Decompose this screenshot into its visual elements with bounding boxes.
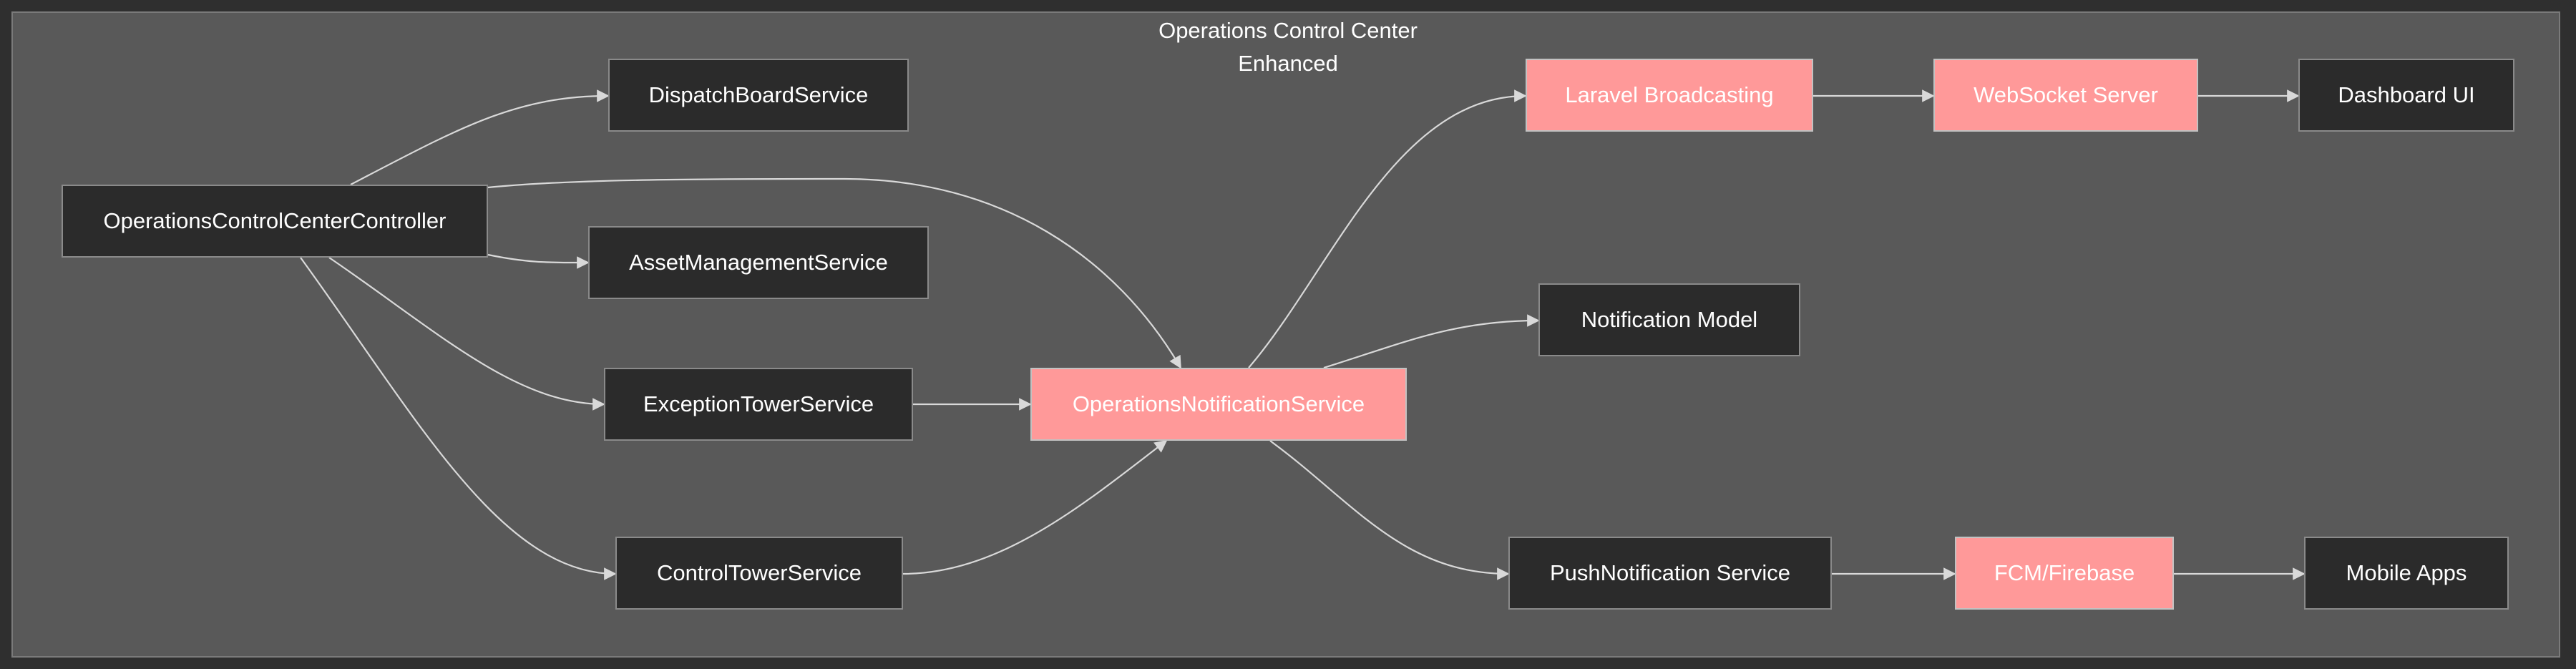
node-exception-tower-service[interactable]: ExceptionTowerService [604, 368, 913, 441]
edge-controller-to-dispatch [350, 89, 610, 185]
node-label: Laravel Broadcasting [1565, 82, 1774, 107]
node-label: Notification Model [1581, 307, 1758, 332]
node-laravel-broadcasting[interactable]: Laravel Broadcasting [1526, 59, 1813, 132]
node-mobile-apps[interactable]: Mobile Apps [2304, 537, 2509, 610]
node-control-tower-service[interactable]: ControlTowerService [615, 537, 903, 610]
node-notification-model[interactable]: Notification Model [1538, 283, 1800, 356]
edge-control-to-opsnotif [902, 439, 1168, 575]
node-operations-control-center-controller[interactable]: OperationsControlCenterController [62, 185, 488, 258]
node-label: WebSocket Server [1974, 82, 2158, 107]
edge-controller-to-control [300, 257, 617, 580]
node-websocket-server[interactable]: WebSocket Server [1933, 59, 2198, 132]
node-asset-management-service[interactable]: AssetManagementService [588, 226, 929, 299]
node-fcm-firebase[interactable]: FCM/Firebase [1955, 537, 2174, 610]
node-label: OperationsNotificationService [1072, 391, 1365, 416]
node-label: ExceptionTowerService [643, 391, 874, 416]
node-label: PushNotification Service [1550, 560, 1790, 585]
node-operations-notification-service[interactable]: OperationsNotificationService [1030, 368, 1407, 441]
node-label: Dashboard UI [2338, 82, 2475, 107]
diagram-title: Operations Control Center Enhanced [1158, 18, 1418, 76]
edge-opsnotif-to-notifmodel [1323, 314, 1540, 369]
node-label: FCM/Firebase [1994, 560, 2135, 585]
node-label: OperationsControlCenterController [103, 208, 447, 233]
node-label: AssetManagementService [629, 250, 888, 275]
edge-controller-to-opsnotif [487, 177, 1181, 369]
edge-controller-to-asset [487, 253, 590, 269]
node-dashboard-ui[interactable]: Dashboard UI [2298, 59, 2514, 132]
edge-controller-to-exception [328, 257, 605, 411]
edge-opsnotif-to-laravel [1248, 89, 1527, 368]
node-label: Mobile Apps [2346, 560, 2467, 585]
edge-opsnotif-to-push [1269, 440, 1510, 580]
node-dispatch-board-service[interactable]: DispatchBoardService [608, 59, 909, 132]
node-push-notification-service[interactable]: PushNotification Service [1508, 537, 1832, 610]
node-label: ControlTowerService [657, 560, 862, 585]
node-label: DispatchBoardService [648, 82, 869, 107]
